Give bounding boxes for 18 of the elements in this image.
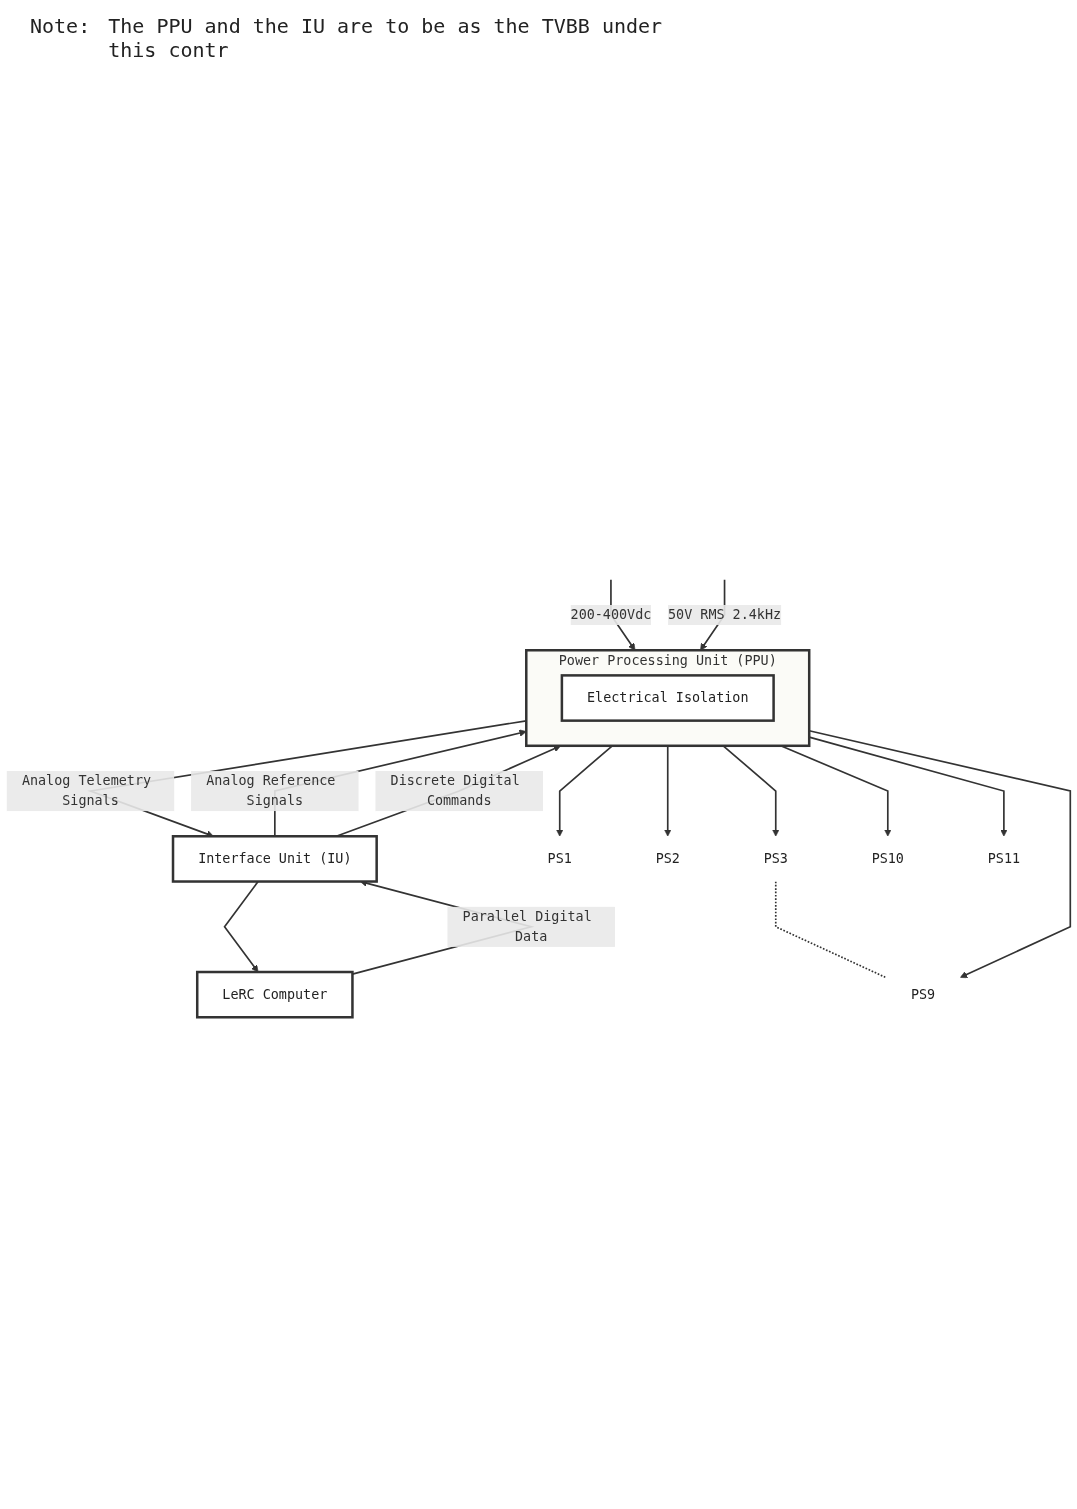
node-text: PS1 [547, 850, 572, 867]
edge-label: Parallel Digital Data [462, 908, 592, 945]
node-box: Electrical Isolation [560, 674, 775, 722]
note-text: The PPU and the IU are to be as the TVBB under this contr [108, 14, 664, 62]
node-box: LeRC Computer [195, 970, 354, 1019]
edge-label: Discrete Digital Commands [390, 772, 520, 809]
connector [774, 880, 887, 979]
node-text: PS10 [871, 850, 904, 867]
edge-label: 200-400Vdc [570, 606, 652, 623]
note-heading: Note: [30, 14, 91, 40]
node-box: Interface Unit (IU) [171, 835, 378, 883]
node-text: PS11 [987, 850, 1021, 867]
node-text: PS9 [910, 986, 936, 1003]
node-text: PS3 [763, 850, 788, 867]
edge-label: 50V RMS 2.4kHz [668, 606, 782, 623]
edge-label: Analog Reference Signals [206, 772, 336, 809]
node-text: PS2 [655, 850, 680, 867]
edge-label: Analog Telemetry Signals [21, 772, 152, 809]
